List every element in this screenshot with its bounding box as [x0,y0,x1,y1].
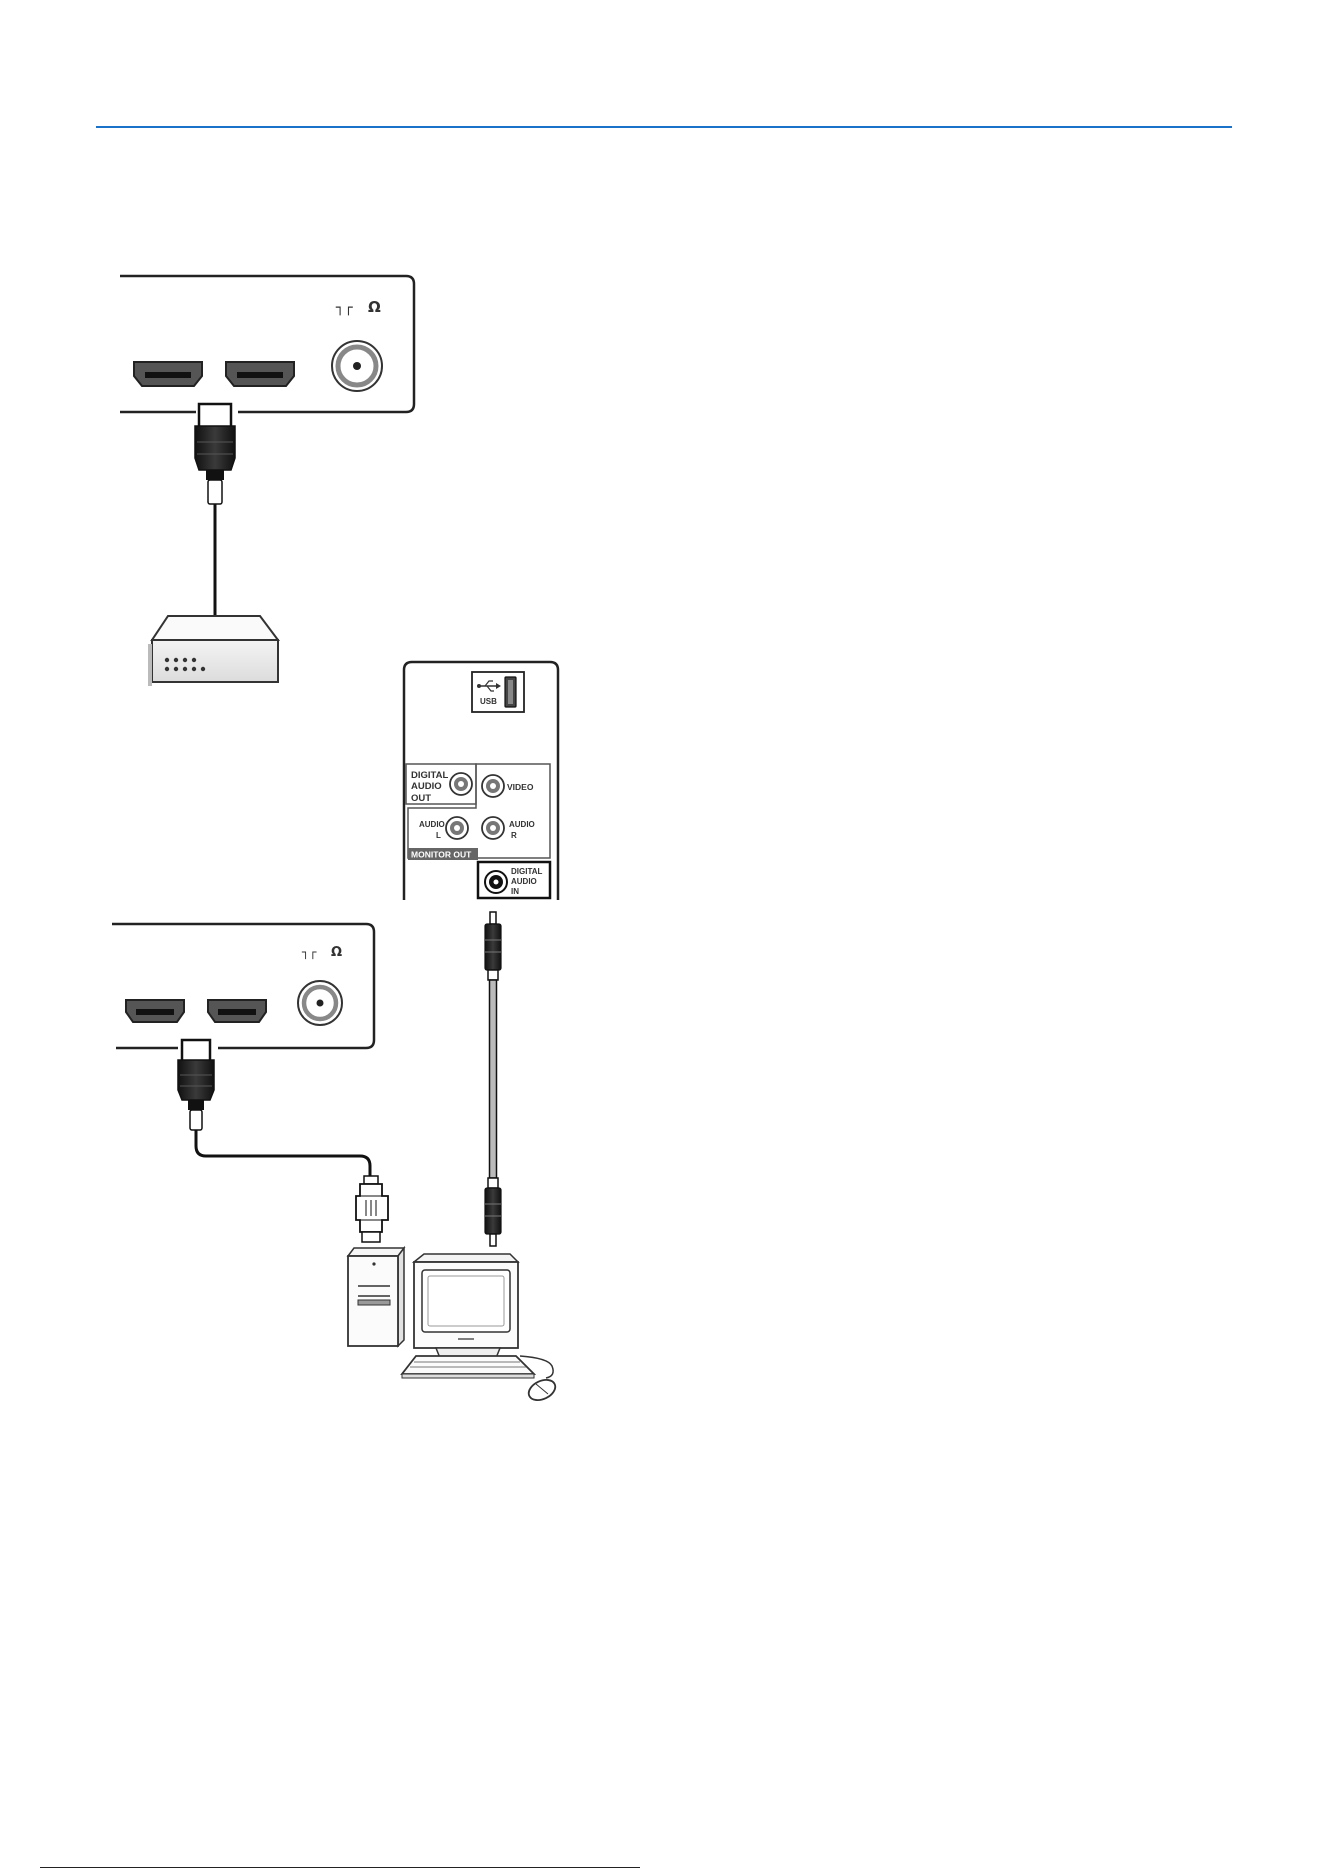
side-connector-panel: USB DIGITAL AUDIO OUT VIDEO AUDIO L [404,662,558,900]
usb-port: USB [472,672,524,712]
digital-audio-in-label-1: DIGITAL [511,867,543,876]
tv-panel-bottom: ┐┌ Ω [112,924,374,1048]
keyboard-icon [402,1356,534,1378]
rca-jack-icon [482,775,504,797]
digital-audio-in-label-3: IN [511,887,519,896]
digital-audio-in-label-2: AUDIO [511,877,537,886]
audio-l-label-1: AUDIO [419,820,445,829]
crt-monitor-icon [414,1254,518,1358]
antenna-port-icon [332,341,382,391]
dvi-plug-icon [356,1176,388,1242]
antenna-symbol: ┐┌ [301,945,317,959]
footer-rule [40,1867,640,1868]
tv-panel-top: ┐┌ Ω [120,276,414,412]
audio-l-label-2: L [436,831,441,840]
pc-tower-icon [348,1248,404,1346]
hdmi-dvi-cable [196,1130,370,1178]
headphone-symbol: Ω [368,298,381,316]
set-top-box-icon [148,616,278,686]
digital-audio-out-label-2: AUDIO [411,781,442,792]
hdmi-port-icon [208,1000,266,1022]
hdmi-port-icon [226,362,294,386]
rca-jack-icon [446,817,468,839]
mouse-icon [520,1356,558,1404]
rca-jack-icon [450,773,472,795]
video-label: VIDEO [507,782,534,792]
audio-r-label-2: R [511,831,517,840]
digital-audio-out-label-3: OUT [411,793,431,804]
digital-audio-out-label-1: DIGITAL [411,770,448,781]
hdmi-port-icon [126,1000,184,1022]
usb-label: USB [480,697,497,706]
headphone-symbol: Ω [331,945,342,960]
antenna-symbol: ┐┌ [336,300,353,316]
rca-jack-icon [485,871,507,893]
monitor-out-label: MONITOR OUT [411,850,472,860]
hdmi-plug-icon [178,1040,214,1130]
rca-jack-icon [482,817,504,839]
antenna-port-icon [298,981,342,1025]
hdmi-port-icon [134,362,202,386]
rca-cable-icon [485,912,501,1246]
hdmi-plug-icon [195,404,235,504]
audio-r-label-1: AUDIO [509,820,535,829]
